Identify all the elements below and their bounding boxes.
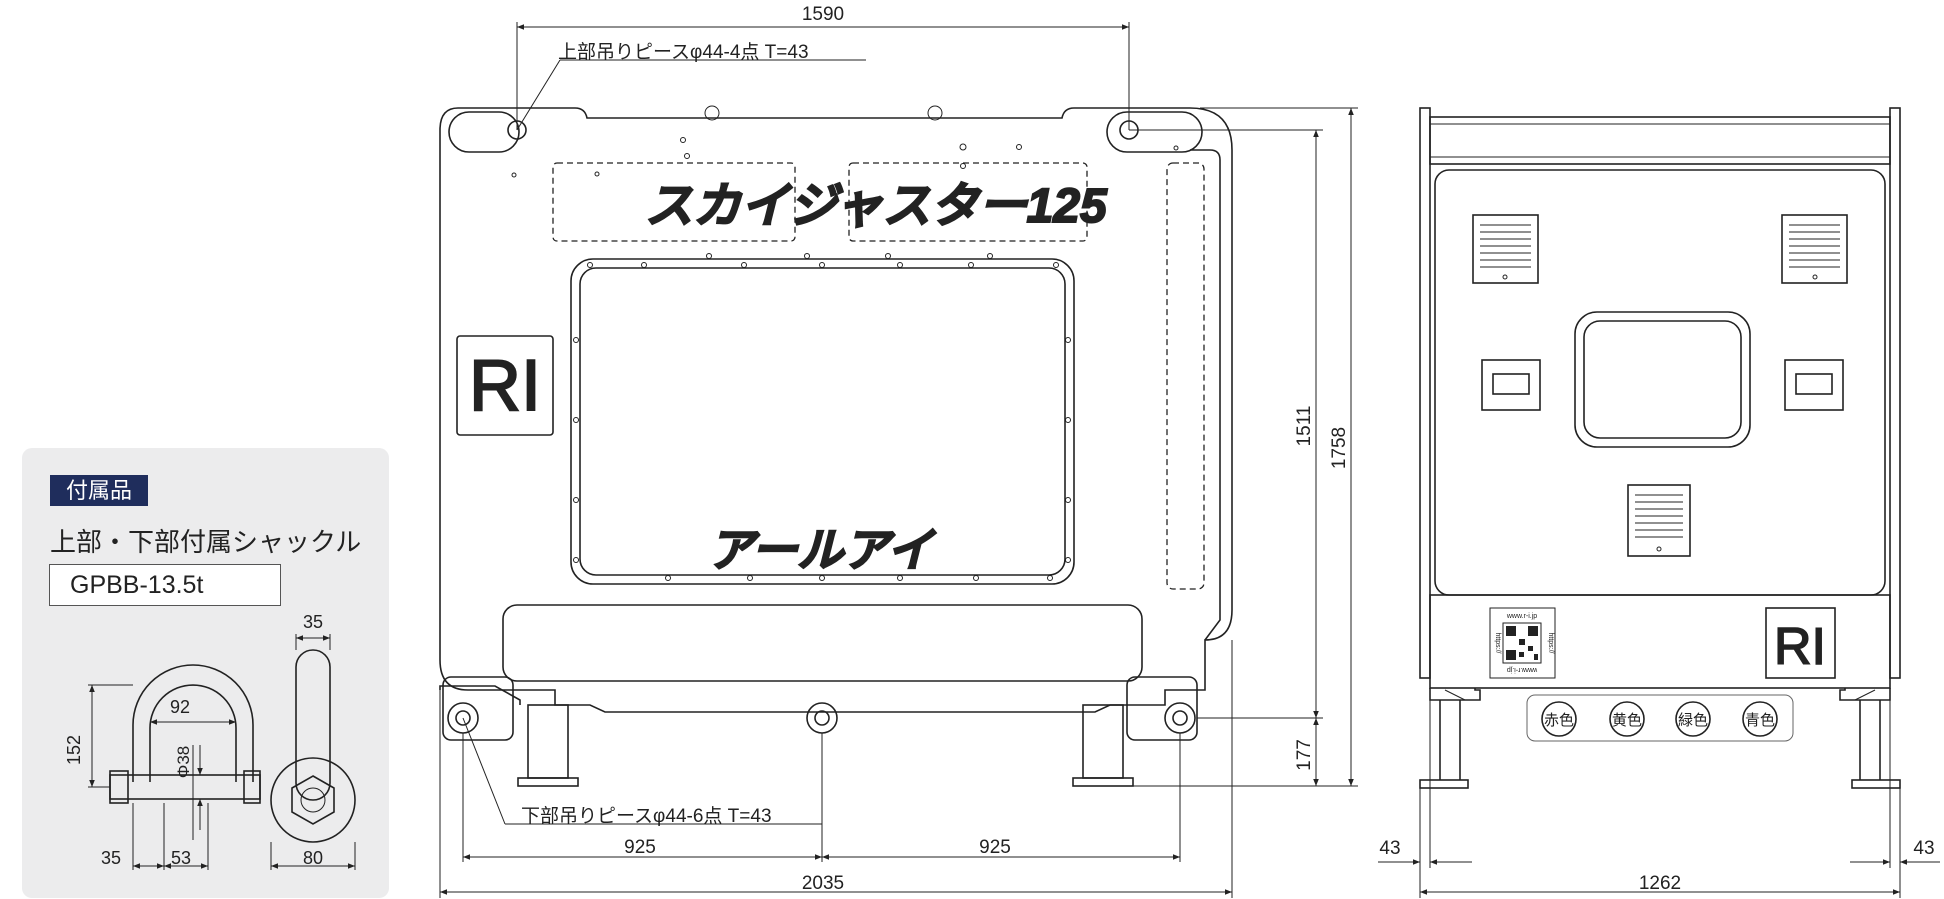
front-dim-2035: 2035 [802, 873, 844, 894]
shackle-dim-53: 53 [171, 848, 191, 868]
side-dim-43-right: 43 [1913, 838, 1934, 859]
side-qr-code [1502, 622, 1542, 664]
side-vent-louvers [1480, 224, 1840, 552]
side-qr-left-text: https:// [1494, 632, 1501, 653]
shackle-dim-35-top: 35 [303, 612, 323, 632]
accessory-model-box: GPBB-13.5t [49, 564, 281, 606]
side-qr-top-text: www.r-i.jp [1506, 613, 1537, 620]
side-lamp-red: 赤色 [1544, 712, 1574, 729]
shackle-dim-80: 80 [303, 848, 323, 868]
accessory-badge: 付属品 [50, 475, 149, 506]
front-brand-name: アールアイ [708, 524, 937, 576]
front-dim-925-right: 925 [979, 837, 1011, 858]
front-product-name: スカイジャスター125 [645, 180, 1108, 233]
side-dim-1262: 1262 [1639, 873, 1681, 894]
side-lamps [1541, 701, 1778, 737]
side-dimension-lines [1378, 690, 1940, 898]
front-dim-1590: 1590 [802, 4, 844, 25]
side-qr-right-text: https:// [1547, 632, 1554, 653]
side-lamp-yellow: 黄色 [1612, 712, 1642, 729]
side-lamp-blue: 青色 [1745, 712, 1775, 729]
shackle-dim-152: 152 [64, 735, 84, 765]
front-dimension-lines [439, 22, 1358, 898]
shackle-dim-38: Φ38 [174, 746, 193, 778]
side-logo: RI [1774, 618, 1826, 676]
shackle-dim-92: 92 [170, 697, 190, 717]
accessory-panel [22, 448, 389, 898]
front-upper-piece-note: 上部吊りピースφ44-4点 T=43 [558, 41, 809, 63]
front-dim-1758: 1758 [1329, 427, 1350, 469]
shackle-dim-35-bottom: 35 [101, 848, 121, 868]
accessory-subtitle: 上部・下部付属シャックル [50, 527, 362, 557]
side-lamp-green: 緑色 [1678, 712, 1708, 729]
shackle-side-view [270, 649, 356, 843]
front-dim-925-left: 925 [624, 837, 656, 858]
side-dim-43-left: 43 [1379, 838, 1400, 859]
side-view-body [1419, 107, 1901, 789]
front-rivets [511, 137, 1179, 581]
side-qr-bottom-text: www.r-i.jp [1507, 666, 1538, 673]
shackle-dimension-lines [88, 634, 356, 870]
front-logo: RI [469, 346, 541, 426]
front-lower-piece-note: 下部吊りピースφ44-6点 T=43 [521, 805, 772, 827]
front-dim-177: 177 [1294, 739, 1315, 771]
front-view-body [439, 107, 1233, 787]
front-dim-1511: 1511 [1294, 406, 1315, 447]
